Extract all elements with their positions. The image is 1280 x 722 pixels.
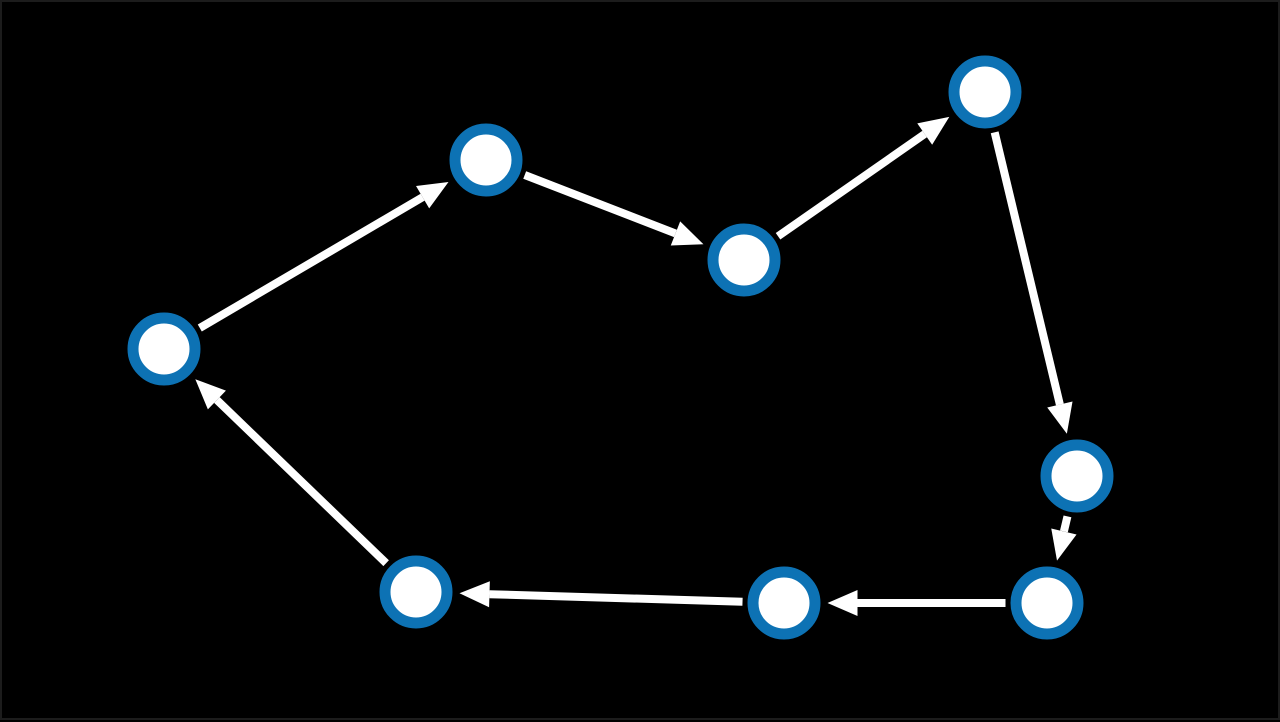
arrowhead-n5-to-n6 bbox=[1051, 528, 1077, 561]
arrowhead-n3-to-n4 bbox=[917, 116, 950, 145]
graph-node-n8[interactable] bbox=[379, 555, 453, 629]
edge-n5-to-n6 bbox=[1060, 515, 1072, 533]
graph-node-n1[interactable] bbox=[127, 312, 201, 386]
arrowhead-n1-to-n2 bbox=[416, 182, 449, 209]
arrowhead-n2-to-n3 bbox=[670, 221, 704, 246]
graph-node-n3[interactable] bbox=[707, 223, 781, 297]
graph-node-n4[interactable] bbox=[948, 55, 1022, 129]
graph-node-n7[interactable] bbox=[747, 566, 821, 640]
edge-n8-to-n1 bbox=[214, 397, 389, 567]
arrowhead-n8-to-n1 bbox=[195, 379, 226, 410]
arrowhead-n4-to-n5 bbox=[1047, 401, 1073, 434]
arrowhead-n6-to-n7 bbox=[827, 590, 858, 616]
graph-node-n5[interactable] bbox=[1040, 439, 1114, 513]
edge-n7-to-n8 bbox=[489, 590, 743, 606]
edge-n3-to-n4 bbox=[775, 130, 927, 240]
edge-n1-to-n2 bbox=[197, 193, 425, 332]
edge-n4-to-n5 bbox=[990, 131, 1064, 406]
nodes-layer bbox=[127, 55, 1114, 640]
graph-node-n6[interactable] bbox=[1010, 566, 1084, 640]
graph-node-n2[interactable] bbox=[449, 123, 523, 197]
edges-layer bbox=[195, 116, 1077, 616]
edge-n2-to-n3 bbox=[523, 171, 677, 238]
arrowhead-n7-to-n8 bbox=[459, 581, 490, 608]
